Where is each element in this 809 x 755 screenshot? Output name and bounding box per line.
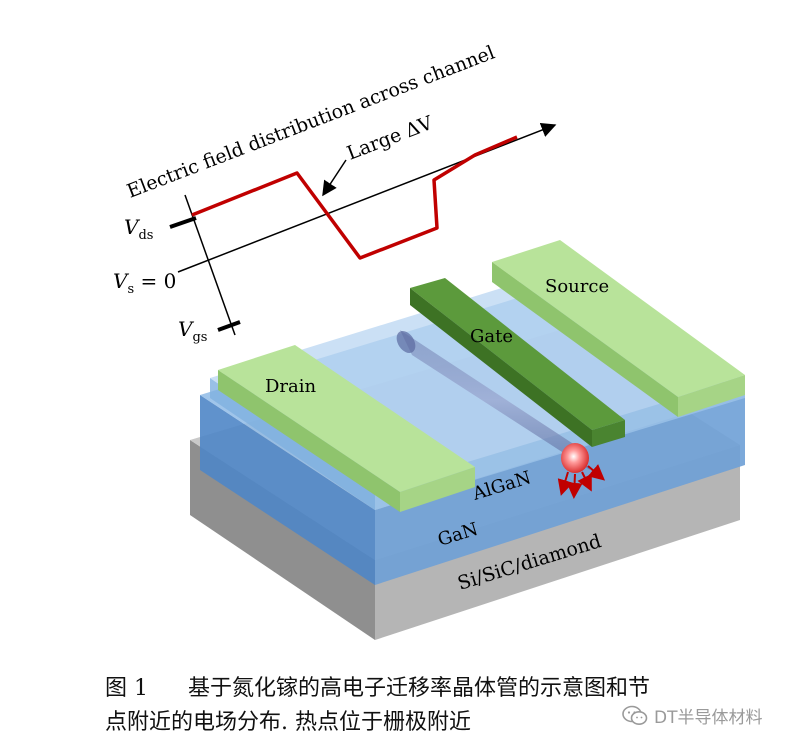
vds-label: Vds (124, 215, 153, 243)
watermark: DT半导体材料 (622, 703, 762, 728)
caption-text-1: 基于氮化镓的高电子迁移率晶体管的示意图和节 (188, 676, 651, 701)
hotspot (557, 443, 606, 499)
annotation-label: Large ΔV (344, 112, 436, 165)
source-label: Source (545, 276, 609, 297)
axis-title: Electric field distribution across chann… (124, 42, 498, 203)
watermark-text: DT半导体材料 (654, 708, 763, 728)
gate-label: Gate (470, 326, 513, 347)
vs-label: Vs = 0 (113, 269, 176, 297)
caption-line-1: 图 1 基于氮化镓的高电子迁移率晶体管的示意图和节 (105, 672, 785, 706)
source-electrode (492, 240, 745, 417)
vds-tick (169, 216, 197, 229)
figure-caption: 图 1 基于氮化镓的高电子迁移率晶体管的示意图和节 点附近的电场分布. 热点位于栅… (105, 672, 785, 740)
channel-cylinder (396, 330, 590, 470)
wechat-icon (622, 705, 648, 725)
gate-electrode (410, 278, 625, 447)
drain-electrode (218, 345, 475, 512)
vgs-label: Vgs (178, 317, 207, 345)
annotation-arrow (322, 159, 347, 197)
figure-number: 图 1 (105, 676, 148, 701)
hemt-diagram: Electric field distribution across chann… (113, 42, 745, 640)
vgs-tick (217, 320, 241, 332)
drain-label: Drain (265, 376, 317, 397)
field-plot (169, 122, 557, 336)
caption-line-2: 点附近的电场分布. 热点位于栅极附近 (105, 710, 471, 735)
field-line (191, 135, 518, 260)
